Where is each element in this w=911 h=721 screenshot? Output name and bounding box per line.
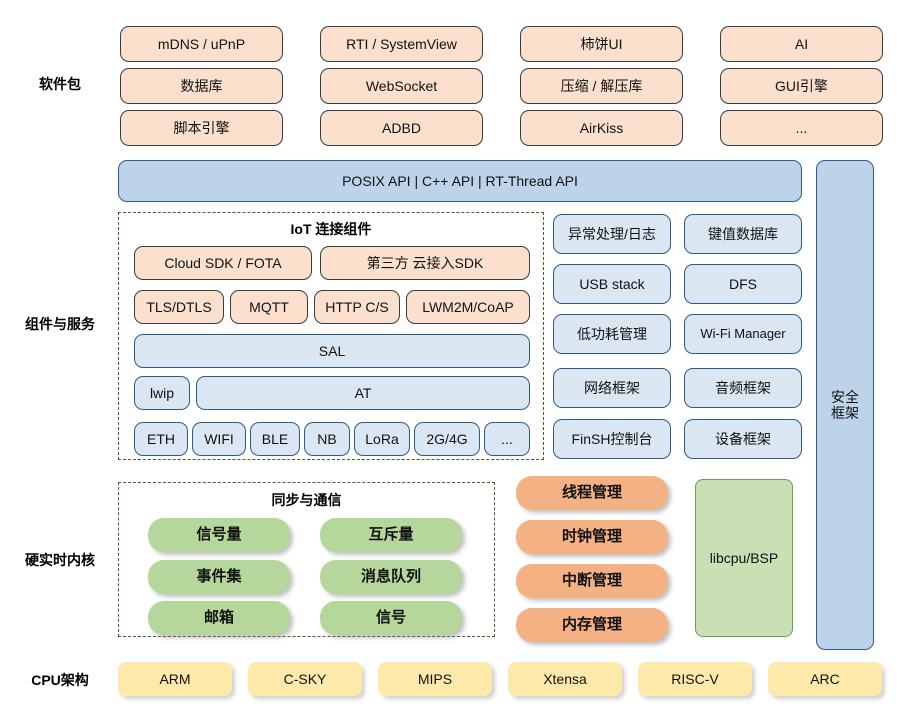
package-box[interactable]: 压缩 / 解压库	[520, 68, 683, 104]
package-box[interactable]: RTI / SystemView	[320, 26, 483, 62]
iot-group-frame	[118, 212, 544, 460]
libcpu-bsp-box[interactable]: libcpu/BSP	[695, 479, 793, 637]
iot-lwip-box[interactable]: lwip	[134, 376, 190, 410]
component-box[interactable]: DFS	[684, 264, 802, 304]
kernel-sync-box[interactable]: 消息队列	[320, 560, 462, 594]
iot-group-title: IoT 连接组件	[290, 221, 372, 237]
kernel-manager-box[interactable]: 时钟管理	[516, 520, 668, 554]
kernel-manager-box[interactable]: 线程管理	[516, 476, 668, 510]
iot-protocol-box[interactable]: LWM2M/CoAP	[406, 290, 530, 324]
component-box[interactable]: Wi-Fi Manager	[684, 314, 802, 354]
iot-link-box[interactable]: 2G/4G	[414, 422, 480, 456]
package-box[interactable]: 脚本引擎	[120, 110, 283, 146]
iot-cloud-box[interactable]: Cloud SDK / FOTA	[134, 246, 312, 280]
layer-label-hard-realtime-kernel: 硬实时内核	[25, 552, 95, 568]
cpu-arch-box[interactable]: MIPS	[378, 662, 492, 696]
component-box[interactable]: 键值数据库	[684, 214, 802, 254]
component-box[interactable]: 设备框架	[684, 419, 802, 459]
package-box[interactable]: 数据库	[120, 68, 283, 104]
kernel-manager-box[interactable]: 内存管理	[516, 608, 668, 642]
cpu-arch-box[interactable]: C-SKY	[248, 662, 362, 696]
cpu-arch-box[interactable]: RISC-V	[638, 662, 752, 696]
package-box[interactable]: GUI引擎	[720, 68, 883, 104]
iot-link-box[interactable]: ETH	[134, 422, 188, 456]
api-bar[interactable]: POSIX API | C++ API | RT-Thread API	[118, 160, 802, 202]
component-box[interactable]: 网络框架	[553, 368, 671, 408]
iot-sal-box[interactable]: SAL	[134, 334, 530, 368]
iot-link-box[interactable]: ...	[484, 422, 530, 456]
iot-link-box[interactable]: LoRa	[354, 422, 410, 456]
kernel-sync-box[interactable]: 互斥量	[320, 518, 462, 552]
package-box[interactable]: mDNS / uPnP	[120, 26, 283, 62]
cpu-arch-box[interactable]: ARM	[118, 662, 232, 696]
cpu-arch-box[interactable]: Xtensa	[508, 662, 622, 696]
component-box[interactable]: USB stack	[553, 264, 671, 304]
iot-at-box[interactable]: AT	[196, 376, 530, 410]
iot-link-box[interactable]: WIFI	[192, 422, 246, 456]
kernel-sync-box[interactable]: 邮箱	[148, 601, 290, 635]
package-box[interactable]: AirKiss	[520, 110, 683, 146]
kernel-sync-box[interactable]: 信号	[320, 601, 462, 635]
cpu-arch-box[interactable]: ARC	[768, 662, 882, 696]
iot-protocol-box[interactable]: MQTT	[230, 290, 308, 324]
kernel-manager-box[interactable]: 中断管理	[516, 564, 668, 598]
package-box[interactable]: ADBD	[320, 110, 483, 146]
package-box[interactable]: WebSocket	[320, 68, 483, 104]
kernel-sync-box[interactable]: 事件集	[148, 560, 290, 594]
iot-link-box[interactable]: NB	[304, 422, 350, 456]
component-box[interactable]: 异常处理/日志	[553, 214, 671, 254]
security-framework-line1: 安全	[831, 388, 859, 405]
sync-group-frame	[118, 482, 495, 637]
iot-link-box[interactable]: BLE	[250, 422, 300, 456]
security-framework-box[interactable]: 安全 框架	[816, 160, 874, 650]
layer-label-software-packages: 软件包	[39, 76, 81, 92]
component-box[interactable]: FinSH控制台	[553, 419, 671, 459]
package-box[interactable]: AI	[720, 26, 883, 62]
sync-group-title: 同步与通信	[271, 492, 342, 508]
kernel-sync-box[interactable]: 信号量	[148, 518, 290, 552]
component-box[interactable]: 低功耗管理	[553, 314, 671, 354]
iot-protocol-box[interactable]: HTTP C/S	[314, 290, 400, 324]
component-box[interactable]: 音频框架	[684, 368, 802, 408]
package-box[interactable]: 柿饼UI	[520, 26, 683, 62]
package-box[interactable]: ...	[720, 110, 883, 146]
iot-protocol-box[interactable]: TLS/DTLS	[134, 290, 224, 324]
iot-cloud-box[interactable]: 第三方 云接入SDK	[320, 246, 530, 280]
layer-label-cpu-architecture: CPU架构	[31, 672, 89, 688]
layer-label-components-services: 组件与服务	[25, 316, 95, 332]
security-framework-line2: 框架	[831, 405, 859, 421]
